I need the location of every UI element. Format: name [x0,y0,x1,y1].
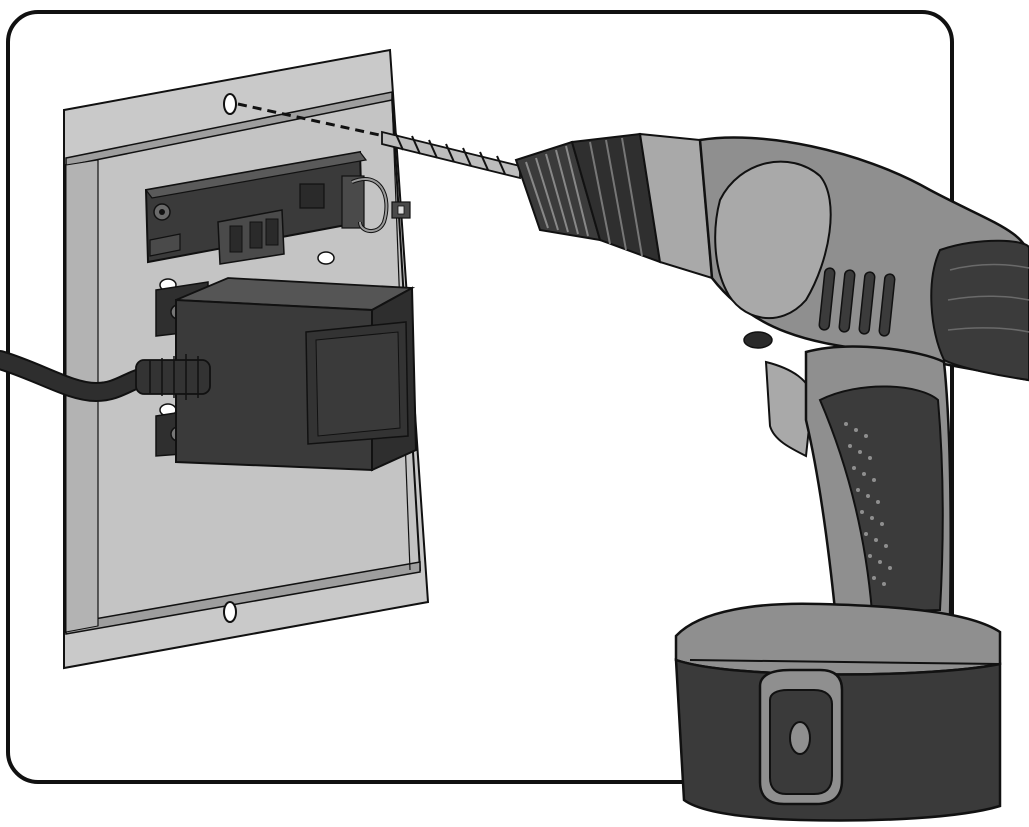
transformer-icon [155,277,418,472]
spark-ignitor-module-icon [144,150,411,265]
drill-battery-icon [674,602,1002,822]
drill-grip [818,385,944,614]
drill-chuck [514,132,662,264]
power-cable-icon [0,350,211,403]
cordless-drill-icon [514,132,1029,622]
drill-rear-cap [930,239,1029,382]
mounting-hole-top [223,93,237,115]
cable-grommet [135,354,211,400]
drill-vents [818,267,896,337]
mounting-hole-mid-right [317,251,335,265]
drill-guide-dashed-line [237,102,385,138]
mounting-hole-bottom [223,601,237,623]
drill-bit-icon [381,130,521,180]
grip-texture [844,422,892,586]
